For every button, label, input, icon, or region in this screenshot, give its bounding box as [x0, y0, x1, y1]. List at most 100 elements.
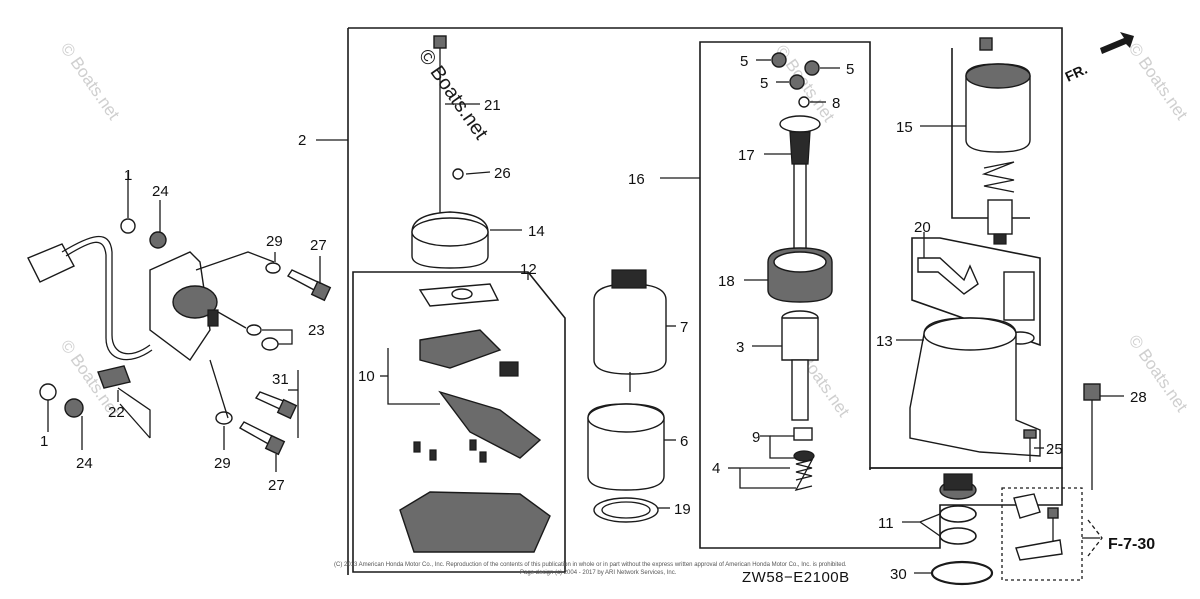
collar-24-upper [149, 231, 167, 249]
leader-10-bracket [387, 348, 440, 405]
leader-link-a [117, 387, 151, 438]
bolt-27-upper-head [310, 280, 332, 302]
leader-26 [465, 171, 491, 175]
brush-holder-base [399, 491, 551, 553]
callout-18[interactable]: 18 [718, 273, 735, 290]
nut-23-b [261, 337, 279, 351]
bolt-25-head [1023, 429, 1037, 439]
lever-block [1003, 271, 1035, 321]
washer-11-a [939, 505, 977, 523]
callout-3[interactable]: 3 [736, 339, 744, 356]
callout-1-lower[interactable]: 1 [40, 433, 48, 450]
harness-group [27, 235, 219, 362]
callout-23[interactable]: 23 [308, 322, 325, 339]
subassembly-box-16 [699, 41, 1063, 549]
relay-terminal [207, 309, 219, 327]
callout-21[interactable]: 21 [484, 97, 501, 114]
screw-26 [452, 168, 464, 180]
callout-9[interactable]: 9 [752, 429, 760, 446]
callout-30[interactable]: 30 [890, 566, 907, 583]
harness-wire-2 [65, 241, 153, 361]
bolt-28-head [1083, 383, 1101, 401]
internal-gear-18-top [773, 251, 827, 273]
watermark-left-top: © Boats.net [57, 39, 124, 123]
callout-4[interactable]: 4 [712, 460, 720, 477]
callout-11[interactable]: 11 [878, 515, 894, 532]
brush-holder-10-upper [419, 329, 502, 369]
callout-24-lower[interactable]: 24 [76, 455, 93, 472]
callout-2[interactable]: 2 [298, 132, 306, 149]
callout-5-a[interactable]: 5 [740, 53, 748, 70]
spring-4 [794, 459, 814, 491]
pinion-3-shaft [791, 359, 809, 421]
nut-5-a [771, 52, 787, 68]
callout-5-c[interactable]: 5 [760, 75, 768, 92]
copyright-line-2: Page design (c) 2004 - 2017 by ARI Netwo… [520, 570, 677, 576]
leader-link-e [217, 311, 247, 329]
callout-12[interactable]: 12 [520, 261, 537, 278]
nut-5-b [804, 60, 820, 76]
callout-13[interactable]: 13 [876, 333, 893, 350]
callout-28[interactable]: 28 [1130, 389, 1147, 406]
solenoid-plunger-tip [993, 233, 1007, 245]
callout-27-upper[interactable]: 27 [310, 237, 327, 254]
reference-box-dashed [1001, 487, 1083, 581]
callout-31[interactable]: 31 [272, 371, 289, 388]
leader-11 [902, 513, 941, 537]
washer-29-lower [215, 411, 233, 425]
grommet-1-upper [120, 218, 136, 234]
brush-holder-10-lower [438, 390, 542, 459]
callout-7[interactable]: 7 [680, 319, 688, 336]
callout-26[interactable]: 26 [494, 165, 511, 182]
leader-link-b [119, 403, 151, 439]
callout-10[interactable]: 10 [358, 368, 375, 385]
callout-14[interactable]: 14 [528, 223, 545, 240]
callout-6[interactable]: 6 [680, 433, 688, 450]
ref-arrow-head [1087, 519, 1103, 557]
ref-bolt-head [1047, 507, 1059, 519]
callout-20[interactable]: 20 [914, 219, 931, 236]
copyright-line-1: (C) 2013 American Honda Motor Co., Inc. … [334, 562, 847, 568]
steel-ball-8 [798, 96, 810, 108]
solenoid-plunger [987, 199, 1013, 235]
callout-15[interactable]: 15 [896, 119, 913, 136]
callout-25[interactable]: 25 [1046, 441, 1063, 458]
o-ring-30 [930, 560, 994, 586]
callout-29-lower[interactable]: 29 [214, 455, 231, 472]
callout-19[interactable]: 19 [674, 501, 691, 518]
diagram-code: ZW58−E2100B [742, 569, 850, 586]
planet-gear-teeth [943, 473, 973, 491]
collar-24-lower [64, 398, 84, 418]
clip-22 [97, 365, 131, 389]
front-housing-13-top [923, 317, 1017, 351]
callout-8[interactable]: 8 [832, 95, 840, 112]
leader-link-d [209, 359, 229, 419]
washer-11-b [939, 527, 977, 545]
fr-arrow-icon [1100, 32, 1134, 54]
spring-9 [793, 450, 815, 462]
callout-5-b[interactable]: 5 [846, 61, 854, 78]
callout-24-upper[interactable]: 24 [152, 183, 169, 200]
collar-9 [793, 427, 813, 441]
ref-clip [1013, 493, 1041, 519]
brush-plate-hole [451, 288, 473, 300]
solenoid-15-top [965, 63, 1031, 89]
leader-link-c [195, 251, 275, 271]
shift-lever-20 [917, 257, 979, 295]
callout-16[interactable]: 16 [628, 171, 645, 188]
spring-b [429, 449, 437, 461]
box-20 [911, 237, 1041, 347]
callout-29-upper[interactable]: 29 [266, 233, 283, 250]
callout-22[interactable]: 22 [108, 404, 125, 421]
cross-reference-label[interactable]: F-7-30 [1108, 536, 1155, 553]
spring-c [469, 439, 477, 451]
leader-9-bracket [760, 435, 796, 459]
callout-17[interactable]: 17 [738, 147, 755, 164]
callout-27-lower[interactable]: 27 [268, 477, 285, 494]
pinion-3-body [781, 317, 819, 361]
callout-1-upper[interactable]: 1 [124, 167, 132, 184]
nut-23-a [246, 324, 262, 336]
connector-plug [27, 243, 75, 283]
end-cover-14-top [411, 217, 489, 247]
